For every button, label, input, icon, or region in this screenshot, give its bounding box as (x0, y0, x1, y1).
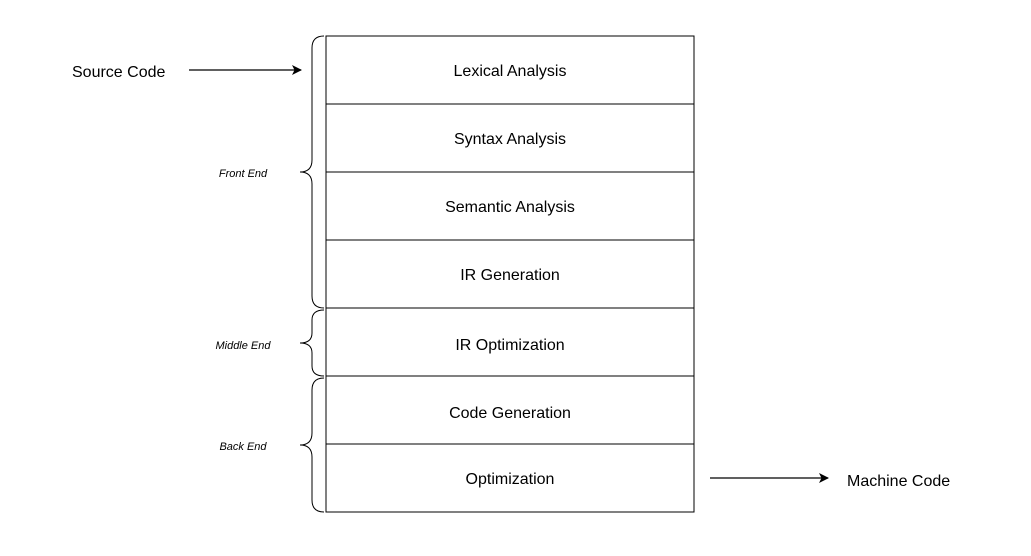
stage-stack: Lexical Analysis Syntax Analysis Semanti… (325, 35, 695, 513)
stage-label-code-generation: Code Generation (449, 405, 571, 422)
front-end-brace (299, 35, 325, 309)
stage-box-syntax-analysis (325, 103, 695, 173)
middle-end-brace (299, 309, 325, 377)
stage-label-ir-generation: IR Generation (460, 267, 560, 284)
stage-label-syntax-analysis: Syntax Analysis (454, 131, 566, 148)
stage-label-lexical-analysis: Lexical Analysis (454, 63, 567, 80)
group-label-middle-end: Middle End (215, 340, 271, 352)
group-label-back-end: Back End (219, 441, 267, 453)
stage-box-code-generation (325, 375, 695, 445)
stage-box-ir-generation (325, 239, 695, 309)
stage-box-ir-optimization (325, 307, 695, 377)
stage-box-optimization (325, 443, 695, 513)
stage-label-semantic-analysis: Semantic Analysis (445, 199, 575, 216)
back-end-brace (299, 377, 325, 513)
machine-code-label: Machine Code (847, 473, 950, 490)
stage-label-ir-optimization: IR Optimization (455, 337, 564, 354)
stage-label-optimization: Optimization (466, 471, 555, 488)
source-code-label: Source Code (72, 64, 165, 81)
group-label-front-end: Front End (219, 168, 268, 180)
